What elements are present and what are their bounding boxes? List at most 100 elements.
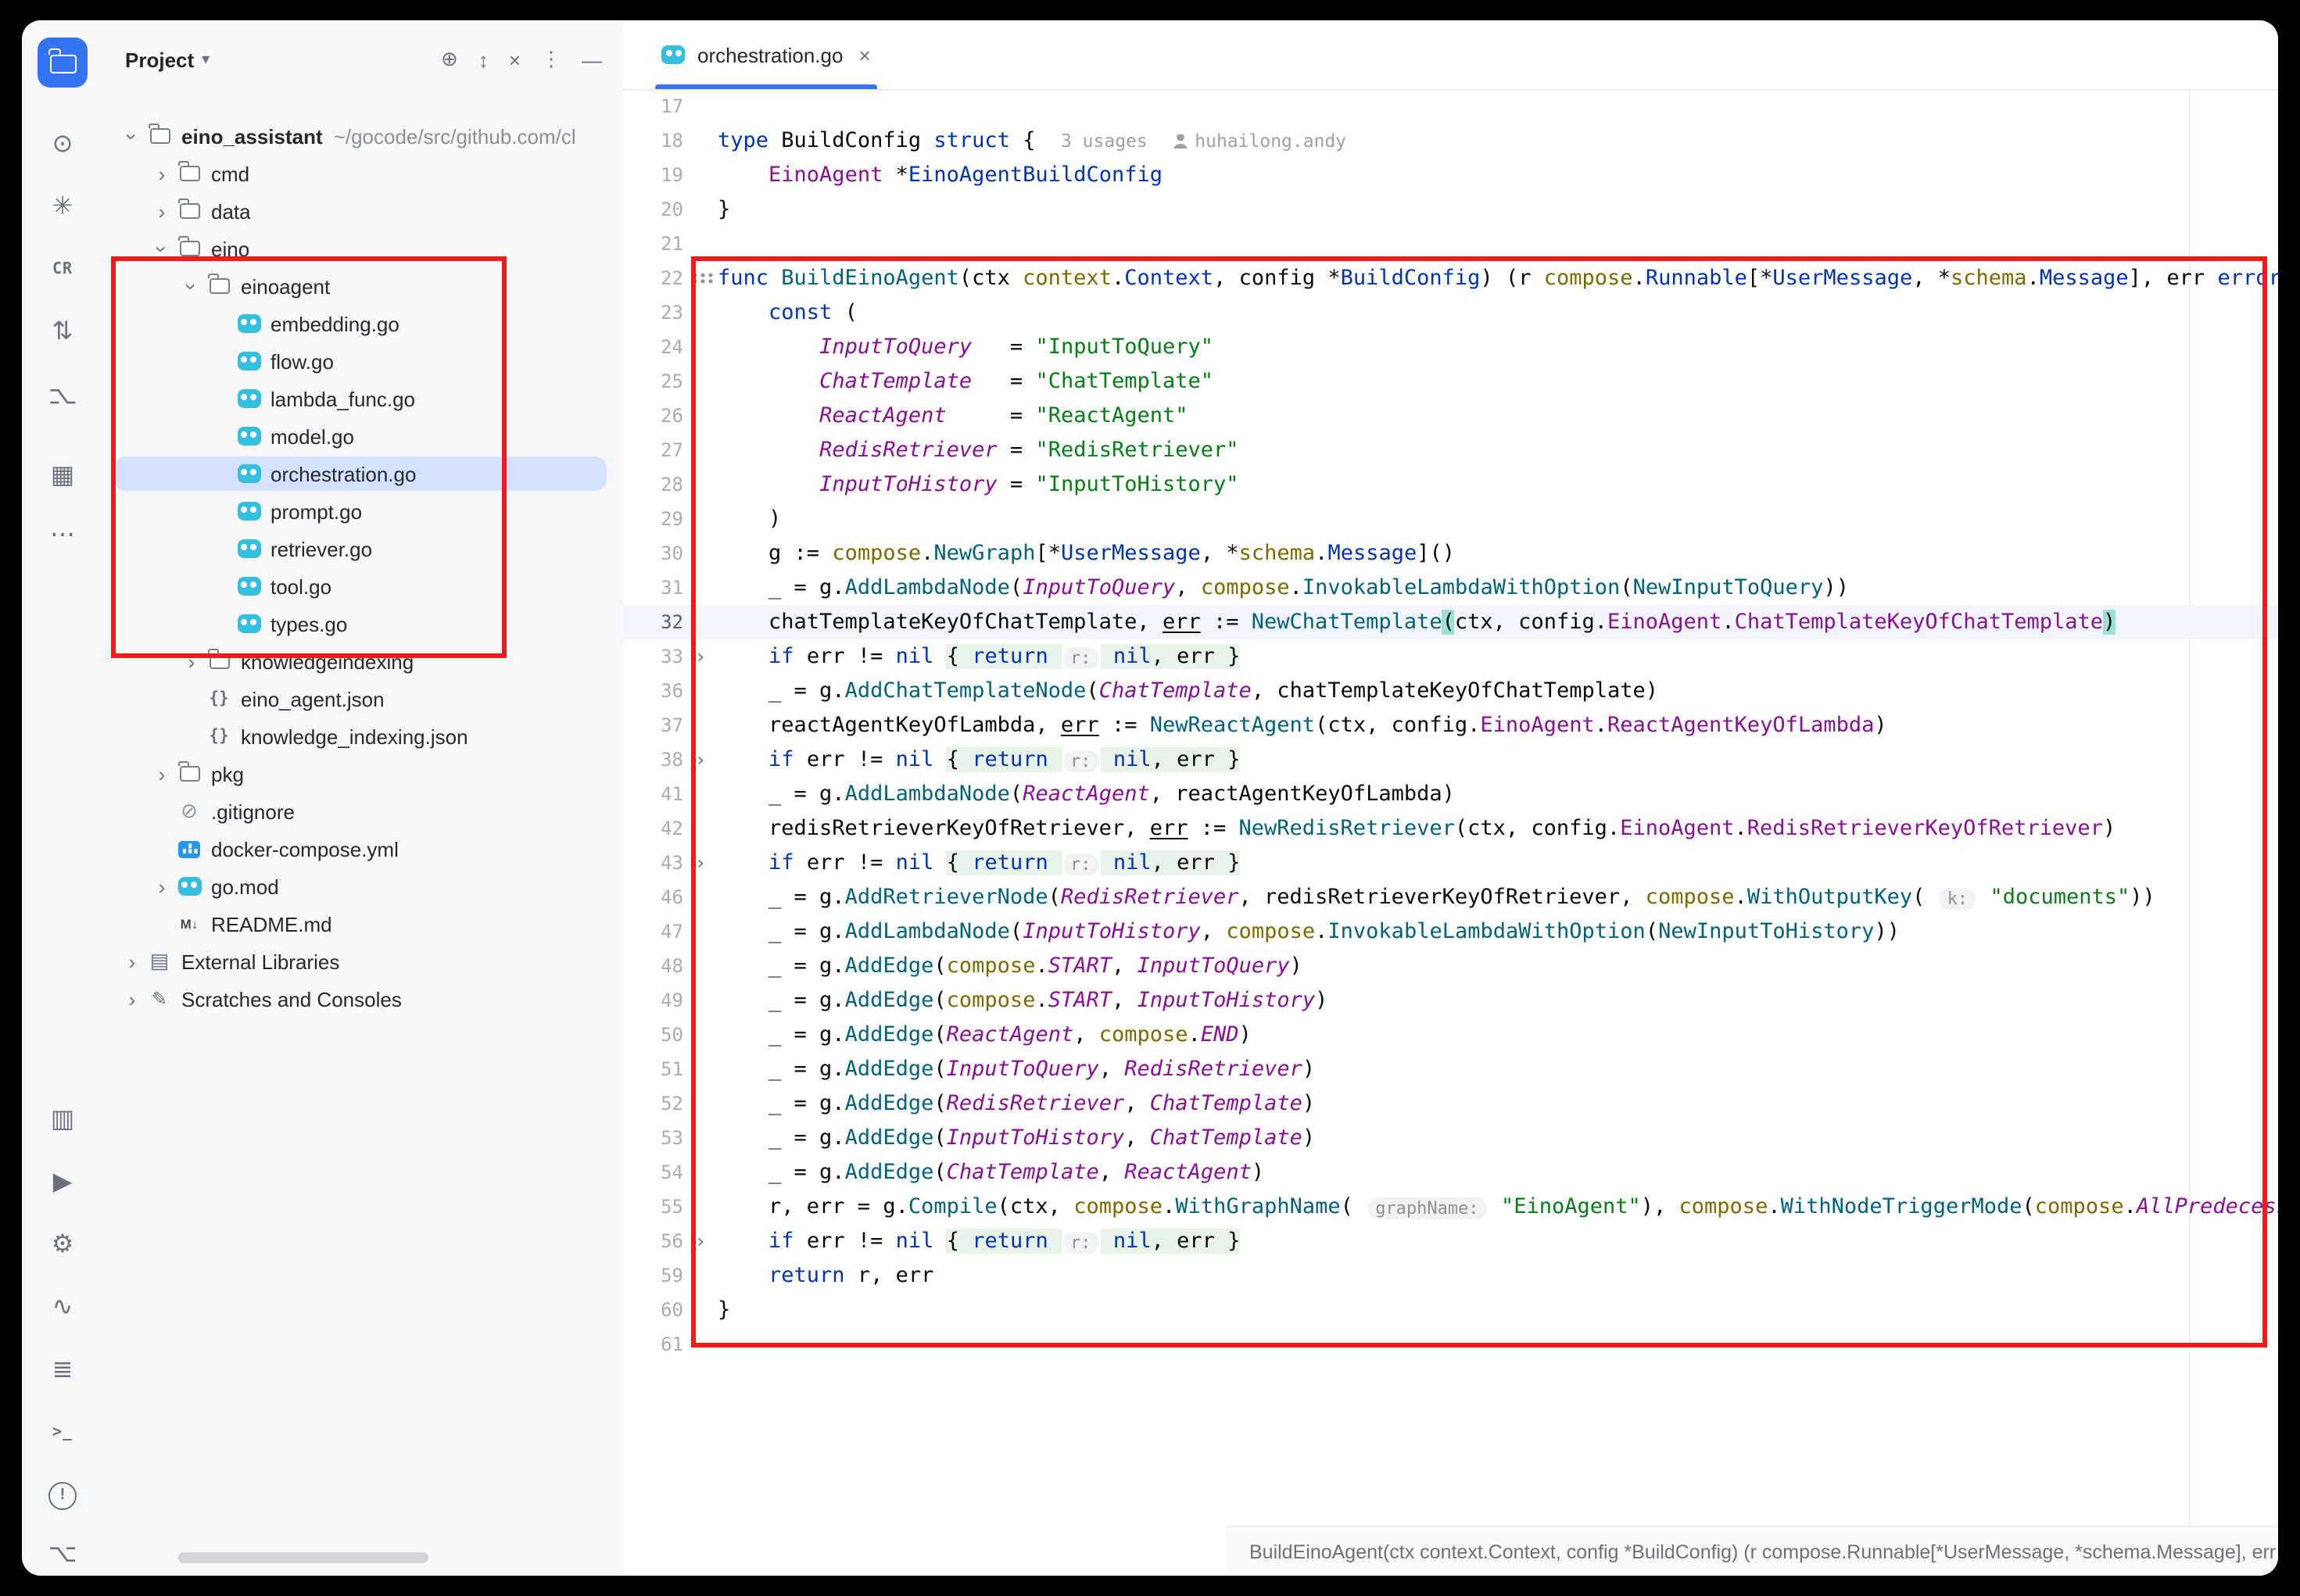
chevron-right-icon[interactable]: › xyxy=(188,649,195,673)
fold-chevron-icon[interactable]: › xyxy=(694,1230,707,1252)
fold-chevron-icon[interactable]: › xyxy=(694,852,707,874)
code-line-52[interactable]: 52 _ = g.AddEdge(RedisRetriever, ChatTem… xyxy=(624,1086,2278,1121)
code-line-51[interactable]: 51 _ = g.AddEdge(InputToQuery, RedisRetr… xyxy=(624,1052,2278,1086)
tree-item-gitignore[interactable]: ⊘.gitignore xyxy=(103,793,624,830)
problems-icon[interactable]: ! xyxy=(22,1477,103,1515)
fold-chevron-icon[interactable]: › xyxy=(694,749,707,771)
code-line-37[interactable]: 37 reactAgentKeyOfLambda, err := NewReac… xyxy=(624,708,2278,743)
pull-requests-icon[interactable]: ⇅ xyxy=(22,314,103,352)
tab-orchestration-go[interactable]: orchestration.go × xyxy=(643,20,890,89)
chevron-right-icon[interactable]: › xyxy=(158,199,166,223)
code-line-17[interactable]: 17 xyxy=(624,89,2278,123)
code-line-53[interactable]: 53 _ = g.AddEdge(InputToHistory, ChatTem… xyxy=(624,1121,2278,1155)
code-line-20[interactable]: 20} xyxy=(624,192,2278,227)
expand-all-icon[interactable]: ↕ xyxy=(478,48,489,71)
tree-item-knowledgeindexing[interactable]: ›knowledgeindexing xyxy=(103,642,624,680)
collapse-all-icon[interactable]: × xyxy=(508,48,521,71)
code-line-24[interactable]: 24 InputToQuery = "InputToQuery" xyxy=(624,330,2278,364)
code-line-23[interactable]: 23 const ( xyxy=(624,295,2278,330)
code-line-41[interactable]: 41 _ = g.AddLambdaNode(ReactAgent, react… xyxy=(624,777,2278,811)
code-line-19[interactable]: 19 EinoAgent *EinoAgentBuildConfig xyxy=(624,158,2278,192)
chevron-down-icon[interactable]: › xyxy=(150,245,174,252)
code-line-55[interactable]: 55 r, err = g.Compile(ctx, compose.WithG… xyxy=(624,1190,2278,1224)
code-line-33[interactable]: 33› if err != nil { return r: nil, err } xyxy=(624,639,2278,674)
tree-item-orchestration-go[interactable]: orchestration.go xyxy=(103,455,624,492)
tree-item-eino[interactable]: ›eino xyxy=(103,230,624,267)
chevron-right-icon[interactable]: › xyxy=(128,987,136,1011)
tree-item-external-libraries[interactable]: ›▤External Libraries xyxy=(103,943,624,980)
tree-item-docker-compose-yml[interactable]: docker-compose.yml xyxy=(103,830,624,868)
services-icon[interactable]: ≣ xyxy=(22,1352,103,1390)
chevron-right-icon[interactable]: › xyxy=(128,950,136,973)
close-icon[interactable]: × xyxy=(858,43,871,66)
chevron-right-icon[interactable]: › xyxy=(158,762,166,785)
dependencies-icon[interactable]: ▥ xyxy=(22,1102,103,1140)
tree-item-data[interactable]: ›data xyxy=(103,192,624,230)
code-line-56[interactable]: 56› if err != nil { return r: nil, err } xyxy=(624,1224,2278,1258)
debug-icon[interactable]: ✳ xyxy=(22,189,103,227)
tree-item-embedding-go[interactable]: embedding.go xyxy=(103,305,624,342)
tree-item-prompt-go[interactable]: prompt.go xyxy=(103,492,624,530)
tree-item-go-mod[interactable]: ›go.mod xyxy=(103,868,624,905)
structure-icon[interactable]: ▦ xyxy=(22,458,103,496)
tree-item-pkg[interactable]: ›pkg xyxy=(103,755,624,793)
tree-item-einoagent[interactable]: ›einoagent xyxy=(103,267,624,305)
code-line-38[interactable]: 38› if err != nil { return r: nil, err } xyxy=(624,743,2278,777)
code-line-29[interactable]: 29 ) xyxy=(624,502,2278,536)
code-line-31[interactable]: 31 _ = g.AddLambdaNode(InputToQuery, com… xyxy=(624,571,2278,605)
code-line-21[interactable]: 21 xyxy=(624,227,2278,261)
code-line-61[interactable]: 61 xyxy=(624,1327,2278,1362)
code-line-30[interactable]: 30 g := compose.NewGraph[*UserMessage, *… xyxy=(624,536,2278,571)
panel-title[interactable]: Project xyxy=(125,48,195,71)
code-line-28[interactable]: 28 InputToHistory = "InputToHistory" xyxy=(624,467,2278,502)
code-line-25[interactable]: 25 ChatTemplate = "ChatTemplate" xyxy=(624,364,2278,399)
tree-item-knowledge-indexing-json[interactable]: {}knowledge_indexing.json xyxy=(103,717,624,755)
tree-item-model-go[interactable]: model.go xyxy=(103,417,624,455)
tree-item-eino-agent-json[interactable]: {}eino_agent.json xyxy=(103,680,624,717)
terminal-icon[interactable]: >_ xyxy=(22,1415,103,1452)
code-line-49[interactable]: 49 _ = g.AddEdge(compose.START, InputToH… xyxy=(624,983,2278,1018)
chevron-down-icon[interactable]: › xyxy=(180,282,203,290)
tree-item-flow-go[interactable]: flow.go xyxy=(103,342,624,380)
chevron-down-icon[interactable]: › xyxy=(120,132,144,140)
code-line-32[interactable]: 32 chatTemplateKeyOfChatTemplate, err :=… xyxy=(624,605,2278,639)
profiler-icon[interactable]: ∿ xyxy=(22,1290,103,1327)
code-line-59[interactable]: 59 return r, err xyxy=(624,1258,2278,1293)
panel-options-icon[interactable]: ⋮ xyxy=(541,47,561,70)
tree-item-readme-md[interactable]: M↓README.md xyxy=(103,905,624,943)
version-control-icon[interactable]: ⌥ xyxy=(22,1537,103,1574)
fold-region-icon[interactable]: › xyxy=(683,639,718,674)
code-line-27[interactable]: 27 RedisRetriever = "RedisRetriever" xyxy=(624,433,2278,467)
fold-region-icon[interactable]: › xyxy=(683,1224,718,1258)
code-line-50[interactable]: 50 _ = g.AddEdge(ReactAgent, compose.END… xyxy=(624,1018,2278,1052)
commit-icon[interactable]: ⊙ xyxy=(22,127,103,164)
fold-chevron-icon[interactable]: › xyxy=(694,646,707,667)
chevron-down-icon[interactable]: ▾ xyxy=(202,51,210,68)
tree-item-eino-assistant[interactable]: ›eino_assistant~/gocode/src/github.com/c… xyxy=(103,117,624,155)
chevron-right-icon[interactable]: › xyxy=(158,875,166,898)
tree-item-retriever-go[interactable]: retriever.go xyxy=(103,530,624,567)
code-line-42[interactable]: 42 redisRetrieverKeyOfRetriever, err := … xyxy=(624,811,2278,846)
related-calls-icon[interactable] xyxy=(683,261,718,295)
code-line-43[interactable]: 43› if err != nil { return r: nil, err } xyxy=(624,846,2278,880)
fold-region-icon[interactable]: › xyxy=(683,846,718,880)
build-icon[interactable]: ⚙ xyxy=(22,1227,103,1265)
hide-panel-icon[interactable]: — xyxy=(582,48,602,71)
code-line-60[interactable]: 60} xyxy=(624,1293,2278,1327)
horizontal-scrollbar[interactable] xyxy=(178,1552,428,1563)
tree-item-types-go[interactable]: types.go xyxy=(103,605,624,642)
run-icon[interactable]: ▶ xyxy=(22,1165,103,1202)
tree-item-lambda-func-go[interactable]: lambda_func.go xyxy=(103,380,624,417)
code-line-47[interactable]: 47 _ = g.AddLambdaNode(InputToHistory, c… xyxy=(624,914,2278,949)
more-tools-icon[interactable]: ⋯ xyxy=(22,517,103,555)
tree-item-tool-go[interactable]: tool.go xyxy=(103,567,624,605)
tree-item-scratches-and-consoles[interactable]: ›✎Scratches and Consoles xyxy=(103,980,624,1018)
tree-item-cmd[interactable]: ›cmd xyxy=(103,155,624,192)
code-line-26[interactable]: 26 ReactAgent = "ReactAgent" xyxy=(624,399,2278,433)
code-line-54[interactable]: 54 _ = g.AddEdge(ChatTemplate, ReactAgen… xyxy=(624,1155,2278,1190)
branch-merge-icon[interactable]: ⌥ xyxy=(22,377,103,414)
locate-file-icon[interactable]: ⊕ xyxy=(441,47,458,70)
code-line-48[interactable]: 48 _ = g.AddEdge(compose.START, InputToQ… xyxy=(624,949,2278,983)
